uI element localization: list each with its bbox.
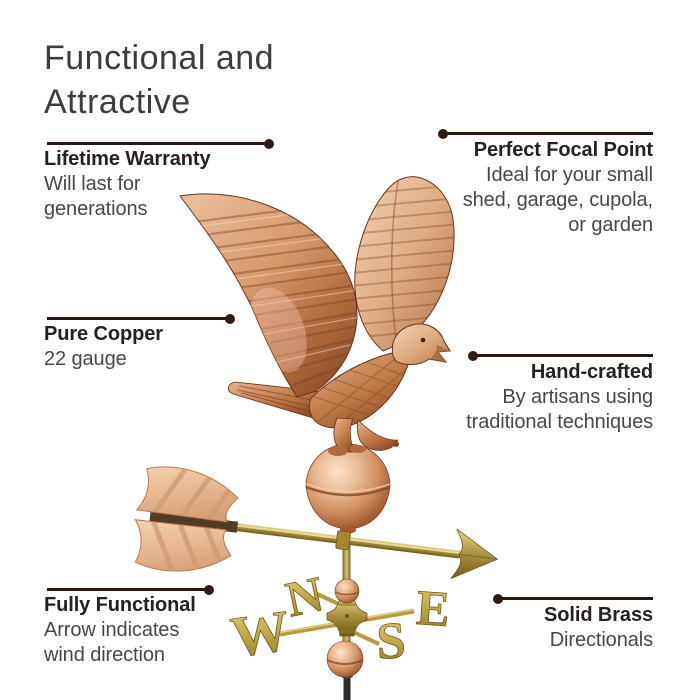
callout-dot-copper [225,314,235,324]
callout-line-brass [502,597,653,600]
letter-e: E [415,579,452,637]
callout-body: Directionals [549,629,653,651]
callout-lifetime-warranty: Lifetime Warranty Will last for generati… [44,147,211,222]
callout-dot-functional [204,585,214,595]
callout-heading: Hand-crafted [530,361,653,383]
arrow-pivot-collar [335,530,351,551]
callout-heading: Solid Brass [544,604,653,626]
callout-heading: Lifetime Warranty [44,148,211,170]
directional-arm-s [352,630,380,646]
page-title: Functional and Attractive [44,39,275,121]
callout-hand-crafted: Hand-crafted By artisans using tradition… [373,360,653,435]
callout-heading: Fully Functional [44,594,196,616]
arrow-shaft-dark-core [149,511,239,533]
callout-line-copper [47,317,228,320]
eagle-beak [431,345,450,362]
callout-body: Arrow indicates wind direction [44,619,180,666]
copper-ball [305,443,391,534]
callout-body: By artisans using traditional techniques [466,386,653,433]
callout-dot-handcrafted [468,351,478,361]
finial-ball-bottom [326,640,364,678]
callout-line-functional [47,588,206,591]
right-wing [354,176,455,352]
callout-fully-functional: Fully Functional Arrow indicates wind di… [44,593,196,668]
callout-heading: Pure Copper [44,323,163,345]
letter-n: N [281,565,328,627]
letter-w: W [227,597,293,669]
directional-arm-n [316,592,342,607]
callout-body: 22 gauge [44,348,127,370]
mounting-rod [343,674,351,700]
eagle-head [391,323,451,365]
callout-heading: Perfect Focal Point [473,139,653,161]
eagle-figure [179,176,455,456]
eagle-legs [328,417,399,456]
letter-s: S [375,612,407,670]
left-wing [179,193,358,398]
callout-solid-brass: Solid Brass Directionals [403,603,653,653]
finial-ball-top [334,578,360,604]
callout-dot-lifetime [264,139,274,149]
callout-dot-brass [493,594,503,604]
callout-line-lifetime [47,142,266,145]
eagle-eye [420,337,426,343]
callout-body: Ideal for your small shed, garage, cupol… [462,164,653,236]
callout-perfect-focal-point: Perfect Focal Point Ideal for your small… [373,138,653,238]
callout-pure-copper: Pure Copper 22 gauge [44,322,163,372]
callout-line-handcrafted [477,354,653,357]
callout-dot-focal [438,129,448,139]
callout-line-focal [447,132,653,135]
arrow-head [450,528,499,579]
callout-body: Will last for generations [44,173,148,220]
